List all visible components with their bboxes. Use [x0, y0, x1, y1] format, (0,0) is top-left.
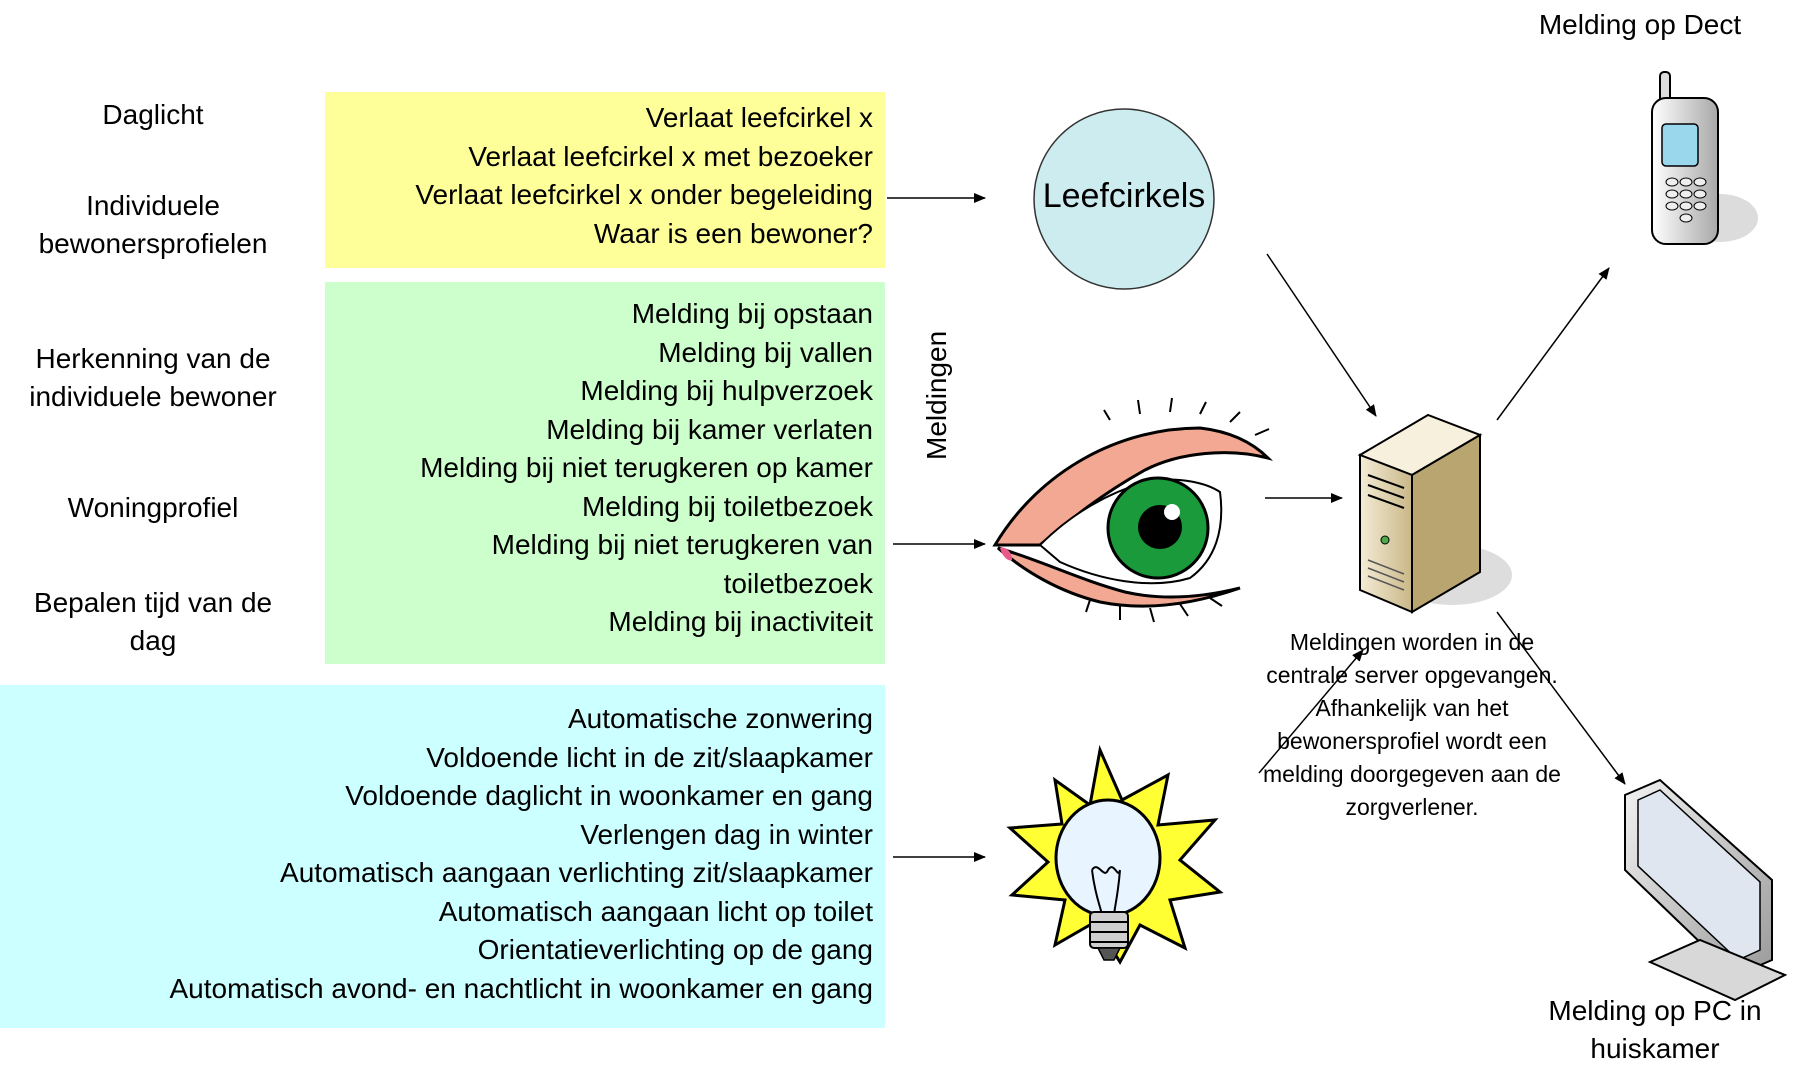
label-herkenning-line1: Herkenning van de [35, 343, 271, 374]
box-line: Automatisch avond- en nachtlicht in woon… [169, 972, 873, 1004]
meldingen-box: Melding bij opstaan Melding bij vallen M… [325, 282, 885, 664]
server-icon [1357, 413, 1512, 614]
box-line: Melding bij inactiviteit [608, 606, 873, 637]
box-line: Automatische zonwering [567, 703, 873, 734]
pc-label-line1: Melding op PC in [1548, 995, 1762, 1026]
caption-line: melding doorgegeven aan de [1263, 761, 1561, 787]
label-daglicht: Daglicht [102, 99, 204, 130]
leefcirkels-circle [1033, 108, 1215, 290]
box-line: Orientatieverlichting op de gang [477, 934, 873, 965]
box-line: Melding bij kamer verlaten [546, 413, 873, 445]
box-line: Verlaat leefcirkel x met bezoeker [468, 140, 873, 172]
lightbulb-icon [1006, 744, 1224, 965]
leefcirkel-box: Verlaat leefcirkel x Verlaat leefcirkel … [325, 92, 885, 268]
label-tijd-van-de-dag: Bepalen tijd van de dag [3, 584, 303, 660]
label-bewonersprofielen-line2: bewonersprofielen [38, 228, 268, 259]
eye-icon [992, 397, 1273, 623]
phone-icon [1651, 71, 1758, 245]
box-line: Waar is een bewoner? [593, 217, 873, 249]
box-line: toiletbezoek [723, 567, 873, 599]
caption-line: bewonersprofiel wordt een [1277, 728, 1547, 754]
arrow-server-to-monitor [1496, 611, 1626, 785]
caption-line: Afhankelijk van het [1315, 695, 1509, 721]
box-line: Verlaat leefcirkel x [645, 102, 873, 133]
box-line: Melding bij niet terugkeren op kamer [420, 452, 873, 483]
meldingen-vertical-label: Meldingen [921, 330, 952, 460]
box-line: Melding bij vallen [658, 336, 873, 368]
arrow-server-to-phone [1496, 267, 1610, 421]
box-line: Verlaat leefcirkel x onder begeleiding [415, 179, 873, 210]
box-line: Voldoende daglicht in woonkamer en gang [345, 780, 873, 811]
caption-line: centrale server opgevangen. [1266, 662, 1558, 688]
box-line: Voldoende licht in de zit/slaapkamer [426, 741, 873, 773]
box-line: Melding bij opstaan [631, 298, 873, 329]
server-caption: Meldingen worden in de centrale server o… [1232, 626, 1592, 824]
box-line: Automatisch aangaan licht op toilet [438, 895, 873, 927]
verlichting-box: Automatische zonwering Voldoende licht i… [0, 685, 885, 1028]
label-bewonersprofielen-line1: Individuele [86, 190, 220, 221]
label-woningprofiel: Woningprofiel [67, 492, 239, 523]
label-tijd-line2: dag [129, 625, 177, 656]
arrow-bulb-to-server [1258, 649, 1364, 774]
box-line: Automatisch aangaan verlichting zit/slaa… [280, 857, 873, 888]
box-line: Verlengen dag in winter [580, 818, 873, 850]
monitor-icon [1624, 778, 1788, 1002]
pc-label: Melding op PC in huiskamer [1530, 992, 1780, 1068]
box-line: Melding bij hulpverzoek [580, 375, 873, 406]
box-line: Melding bij niet terugkeren van [491, 529, 873, 560]
label-tijd-line1: Bepalen tijd van de [33, 587, 273, 618]
label-herkenning-line2: individuele bewoner [29, 381, 277, 412]
dect-label: Melding op Dect [1538, 9, 1742, 40]
box-line: Melding bij toiletbezoek [581, 490, 873, 522]
caption-line: Meldingen worden in de [1289, 629, 1535, 655]
label-herkenning: Herkenning van de individuele bewoner [3, 340, 303, 416]
pc-label-line2: huiskamer [1590, 1033, 1720, 1064]
leefcirkels-label: Leefcirkels [1042, 177, 1206, 215]
label-bewonersprofielen: Individuele bewonersprofielen [3, 187, 303, 263]
caption-line: zorgverlener. [1345, 794, 1479, 820]
arrow-circle-to-server [1266, 253, 1377, 417]
